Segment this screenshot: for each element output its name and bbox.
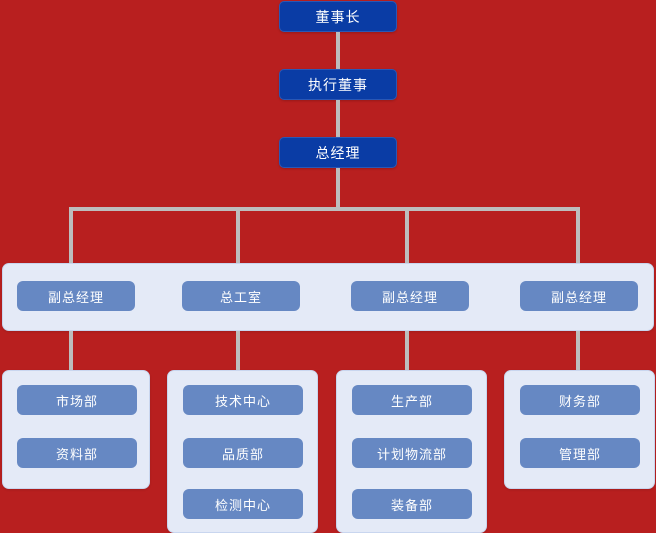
- node-finance-department[interactable]: 财务部: [520, 385, 640, 415]
- panel-department-group-2: 技术中心 品质部 检测中心: [167, 370, 318, 533]
- connector-bus-drop-1: [69, 207, 73, 264]
- node-vice-general-manager-2-label: 副总经理: [381, 290, 438, 306]
- connector-horizontal-bus: [69, 207, 580, 211]
- panel-department-group-4: 财务部 管理部: [504, 370, 655, 489]
- node-executive-director-label: 执行董事: [308, 77, 368, 94]
- connector-bus-drop-2: [236, 207, 240, 264]
- node-quality-department[interactable]: 品质部: [183, 438, 303, 468]
- node-vice-general-manager-1-label: 副总经理: [47, 290, 104, 306]
- node-production-department-label: 生产部: [390, 394, 433, 410]
- node-documentation-department-label: 资料部: [55, 447, 98, 463]
- node-vice-general-manager-2[interactable]: 副总经理: [351, 281, 469, 311]
- node-technology-center-label: 技术中心: [214, 394, 271, 410]
- panel-vice-general-managers: 副总经理 总工室 副总经理 副总经理: [2, 263, 654, 331]
- node-vice-general-manager-3-label: 副总经理: [550, 290, 607, 306]
- connector-vp1-to-departments: [69, 331, 73, 373]
- node-administration-department[interactable]: 管理部: [520, 438, 640, 468]
- node-quality-department-label: 品质部: [221, 447, 264, 463]
- node-planning-logistics-department-label: 计划物流部: [376, 447, 447, 463]
- node-equipment-department-label: 装备部: [390, 498, 433, 514]
- connector-executive-director-to-general-manager: [336, 100, 340, 137]
- node-testing-center[interactable]: 检测中心: [183, 489, 303, 519]
- connector-vp4-to-departments: [576, 331, 580, 373]
- node-production-department[interactable]: 生产部: [352, 385, 472, 415]
- node-market-department-label: 市场部: [55, 394, 98, 410]
- node-technology-center[interactable]: 技术中心: [183, 385, 303, 415]
- node-market-department[interactable]: 市场部: [17, 385, 137, 415]
- connector-bus-drop-3: [405, 207, 409, 264]
- node-testing-center-label: 检测中心: [214, 498, 271, 514]
- connector-vp2-to-departments: [236, 331, 240, 373]
- connector-bus-drop-4: [576, 207, 580, 264]
- node-vice-general-manager-1[interactable]: 副总经理: [17, 281, 135, 311]
- node-vice-general-manager-3[interactable]: 副总经理: [520, 281, 638, 311]
- node-documentation-department[interactable]: 资料部: [17, 438, 137, 468]
- node-executive-director[interactable]: 执行董事: [279, 69, 397, 100]
- node-chairman-label: 董事长: [315, 9, 361, 26]
- panel-department-group-3: 生产部 计划物流部 装备部: [336, 370, 487, 533]
- node-equipment-department[interactable]: 装备部: [352, 489, 472, 519]
- node-chief-engineer-office[interactable]: 总工室: [182, 281, 300, 311]
- node-planning-logistics-department[interactable]: 计划物流部: [352, 438, 472, 468]
- node-administration-department-label: 管理部: [558, 447, 601, 463]
- node-general-manager-label: 总经理: [315, 145, 361, 162]
- panel-department-group-1: 市场部 资料部: [2, 370, 150, 489]
- node-chairman[interactable]: 董事长: [279, 1, 397, 32]
- node-finance-department-label: 财务部: [558, 394, 601, 410]
- node-general-manager[interactable]: 总经理: [279, 137, 397, 168]
- connector-general-manager-stem: [336, 168, 340, 210]
- node-chief-engineer-office-label: 总工室: [219, 290, 262, 306]
- connector-chairman-to-executive-director: [336, 32, 340, 69]
- connector-vp3-to-departments: [405, 331, 409, 373]
